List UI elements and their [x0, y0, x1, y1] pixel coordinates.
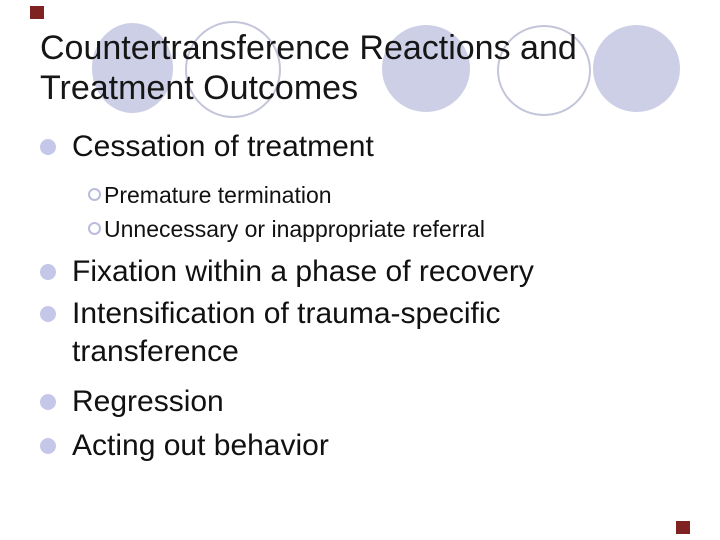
list-item: Unnecessary or inappropriate referral — [40, 214, 662, 244]
bullet-marker-col — [40, 427, 72, 454]
filled-bullet-icon — [40, 264, 56, 280]
slide-title: Countertransference Reactions and Treatm… — [40, 28, 660, 108]
hollow-bullet-icon — [88, 188, 101, 201]
list-item: Fixation within a phase of recovery — [40, 253, 662, 291]
bullet-marker-col — [40, 128, 72, 155]
deco-circle-outline-1 — [185, 21, 281, 118]
list-item-text: Acting out behavior — [72, 429, 329, 462]
corner-accent-bottom-right — [676, 521, 690, 534]
bullet-list: Cessation of treatment Premature termina… — [40, 128, 662, 465]
filled-bullet-icon — [40, 394, 56, 410]
slide-title-line-2: Treatment Outcomes — [40, 69, 359, 107]
slide-title-line-1: Countertransference Reactions and — [40, 29, 577, 67]
deco-circle-filled-3 — [593, 25, 680, 112]
list-item-text: Cessation of treatment — [72, 130, 374, 163]
filled-bullet-icon — [40, 306, 56, 322]
bullet-marker-col — [40, 295, 72, 322]
list-item: Cessation of treatment — [40, 128, 662, 166]
list-item-text: Premature termination — [104, 182, 332, 208]
list-item-text: Fixation within a phase of recovery — [72, 255, 534, 288]
bullet-marker-col — [88, 214, 104, 235]
deco-circle-filled-1 — [92, 23, 173, 113]
list-item: Premature termination — [40, 180, 662, 210]
hollow-bullet-icon — [88, 222, 101, 235]
bullet-marker-col — [40, 253, 72, 280]
list-item-text: Regression — [72, 385, 224, 418]
filled-bullet-icon — [40, 438, 56, 454]
bullet-marker-col — [88, 180, 104, 201]
deco-circle-filled-2 — [382, 25, 470, 112]
list-item-text: Intensification of trauma-specific trans… — [72, 297, 501, 368]
list-item: Acting out behavior — [40, 427, 662, 465]
list-item: Intensification of trauma-specific trans… — [40, 295, 662, 371]
filled-bullet-icon — [40, 139, 56, 155]
corner-accent-top-left — [30, 6, 44, 19]
list-item-text: Unnecessary or inappropriate referral — [104, 216, 485, 242]
deco-circle-outline-2 — [497, 25, 591, 116]
bullet-marker-col — [40, 383, 72, 410]
list-item: Regression — [40, 383, 662, 421]
